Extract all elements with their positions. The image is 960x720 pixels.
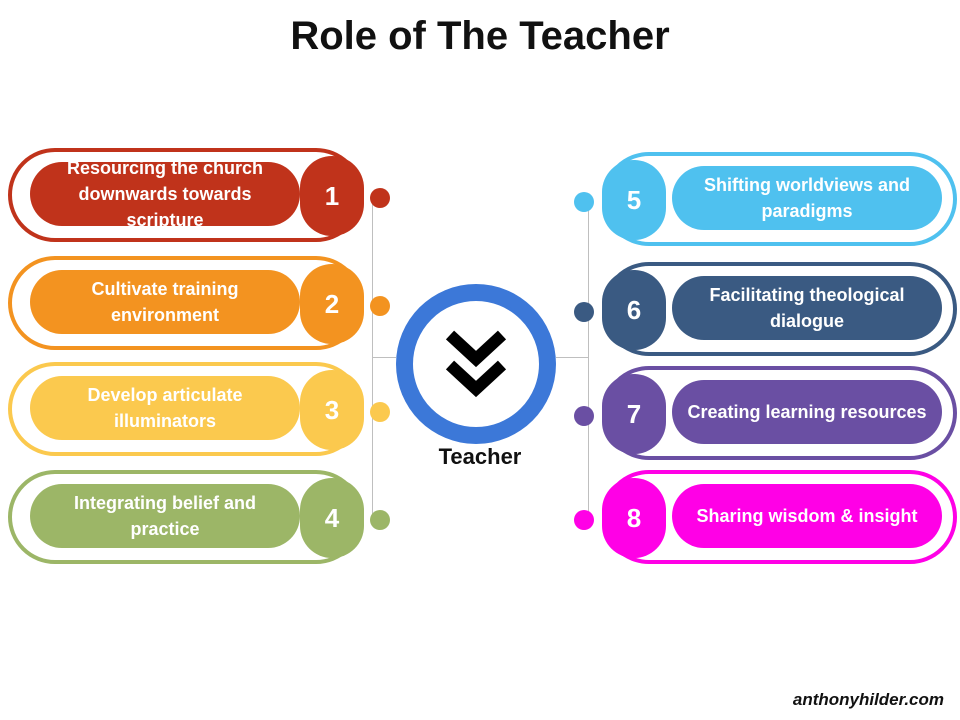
item-label: Sharing wisdom & insight: [672, 484, 942, 548]
role-item-4: Integrating belief and practice 4: [8, 470, 390, 570]
item-label: Develop articulate illuminators: [30, 376, 300, 440]
item-number: 4: [300, 478, 364, 558]
item-label: Shifting worldviews and paradigms: [672, 166, 942, 230]
role-item-7: Creating learning resources 7: [574, 366, 960, 466]
role-item-1: Resourcing the church downwards towards …: [8, 148, 390, 248]
item-label: Creating learning resources: [672, 380, 942, 444]
item-label: Cultivate training environment: [30, 270, 300, 334]
item-dot: [370, 296, 390, 316]
item-number: 8: [602, 478, 666, 558]
item-dot: [574, 302, 594, 322]
page-title: Role of The Teacher: [290, 14, 670, 58]
item-label: Resourcing the church downwards towards …: [30, 158, 300, 230]
item-number: 1: [300, 156, 364, 236]
item-dot: [370, 510, 390, 530]
left-connector-stub: [372, 357, 396, 358]
role-item-6: Facilitating theological dialogue 6: [574, 262, 960, 362]
item-number: 3: [300, 370, 364, 450]
item-dot: [370, 402, 390, 422]
item-label: Facilitating theological dialogue: [672, 276, 942, 340]
role-item-2: Cultivate training environment 2: [8, 256, 390, 356]
right-connector-stub: [556, 357, 588, 358]
role-item-3: Develop articulate illuminators 3: [8, 362, 390, 462]
teacher-circle: [396, 284, 556, 444]
role-item-5: Shifting worldviews and paradigms 5: [574, 152, 960, 252]
item-dot: [370, 188, 390, 208]
item-dot: [574, 192, 594, 212]
item-number: 6: [602, 270, 666, 350]
left-connector-line: [372, 202, 373, 518]
item-number: 7: [602, 374, 666, 454]
item-number: 2: [300, 264, 364, 344]
footer-credit: anthonyhilder.com: [792, 690, 944, 709]
item-dot: [574, 510, 594, 530]
right-connector-line: [588, 202, 589, 518]
center-label: Teacher: [438, 444, 522, 469]
item-dot: [574, 406, 594, 426]
role-item-8: Sharing wisdom & insight 8: [574, 470, 960, 570]
double-chevron-down-icon: [445, 330, 507, 398]
item-number: 5: [602, 160, 666, 240]
item-label: Integrating belief and practice: [30, 484, 300, 548]
teacher-circle-inner: [410, 298, 542, 430]
